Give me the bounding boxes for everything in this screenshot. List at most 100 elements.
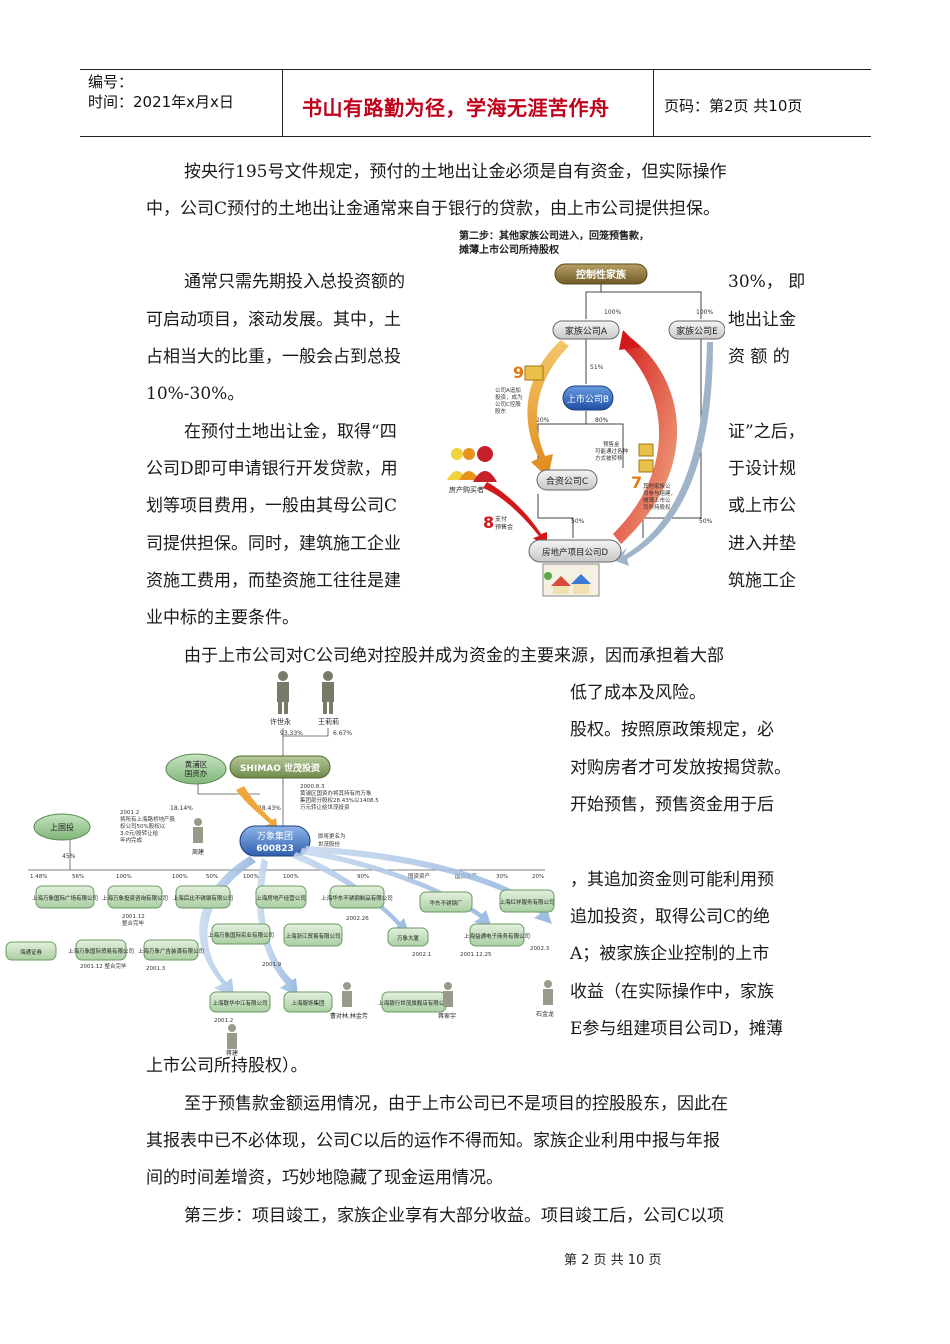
jv-company-c-label: 合资公司C <box>546 475 588 487</box>
sub-hongjun-label: 上海红祥服务有限公司 <box>499 898 554 906</box>
body-line: 业中标的主要条件。 <box>146 608 299 628</box>
person-icon <box>543 980 553 1005</box>
guotou-label: 上国投 <box>50 822 74 832</box>
pct-51: 51% <box>590 364 604 371</box>
body-line: 股权。按照原政策规定，必 <box>570 720 774 740</box>
body-line: 开始预售，预售资金用于后 <box>570 795 774 815</box>
family-structure-diagram: 第二步：其他家族公司进入，回笼预售款， 摊薄上市公司所持股权 100% 100%… <box>443 226 726 604</box>
listed-company-b-label: 上市公司B <box>567 393 609 405</box>
body-line: 在预付土地出让金，取得“四 <box>184 422 397 442</box>
branch-pct: 56% <box>72 874 84 880</box>
pct-100-e: 100% <box>696 309 713 316</box>
pct-45: 45% <box>62 853 76 860</box>
presale-coins-icon <box>638 443 654 457</box>
step8-note: 支付 <box>495 515 507 523</box>
branch-pct: 90% <box>357 874 369 880</box>
sub-intl <box>75 939 127 961</box>
branch-pct: 100% <box>172 874 188 880</box>
presale-note: 方式被转移 <box>595 454 623 462</box>
sub-wanxiang-plaza <box>35 885 95 909</box>
date-note: 2001.12 <box>122 914 145 920</box>
branch-pct: 100% <box>283 874 299 880</box>
step9-number: 9 <box>513 363 524 382</box>
note-2001: 将所有上海路桥地产股 <box>120 815 176 823</box>
step8-note: 预售金 <box>495 523 513 531</box>
date-note: 2001.2 <box>214 1018 233 1024</box>
note-2000: 集团部分股权28.43%以1408.5 <box>300 796 379 804</box>
step7-arrow <box>613 338 678 544</box>
note-2001: 年内完成 <box>120 836 143 844</box>
sub-zhijiang-label: 上海浙江贸易有限公司 <box>285 932 340 940</box>
page-footer: 第 2 页 共 10 页 <box>564 1253 662 1268</box>
person-icon <box>227 1024 237 1049</box>
shimao-ownership-svg: 许世永 王莉莉 93.33% 6.67% 18.14% 28.43% 45% 黄… <box>5 671 555 1057</box>
body-line: 于设计规 <box>728 459 796 479</box>
header-divider-left <box>282 69 283 136</box>
pct-shimao: 28.43% <box>258 805 281 812</box>
person1-name: 许世永 <box>270 717 291 726</box>
sub-zhongjiang-label: 上海联华中江有限公司 <box>212 999 267 1007</box>
pct-person1: 93.33% <box>280 730 303 737</box>
sub-zhijiang <box>283 923 343 947</box>
step8-number: 8 <box>483 513 494 532</box>
body-line: 追加投资，取得公司C的绝 <box>570 907 771 927</box>
note-2001: 2001.2 <box>120 810 139 816</box>
listed-company-b-box <box>562 385 614 411</box>
step9-note: 公司A追加 <box>495 386 521 394</box>
body-line: 上市公司所持股权）。 <box>146 1056 308 1076</box>
buyers-icon <box>447 446 497 482</box>
wanxiang-label: 万象集团 <box>257 830 293 842</box>
header-motto: 书山有路勤为径，学海无涯苦作舟 <box>302 96 610 120</box>
branch-pct: 30% <box>496 874 508 880</box>
body-line: A；被家族企业控制的上市 <box>570 944 770 964</box>
note-2000: 万元转让给世茂投资 <box>300 803 350 811</box>
buyers-label: 房产购买者 <box>449 485 484 494</box>
body-line: 可启动项目，滚动发展。其中，土 <box>146 310 401 330</box>
step9-note: 股东 <box>495 407 507 415</box>
sub-huacheng-label: 上海华东不锈钢制品有限公司 <box>321 894 393 902</box>
district-office-node <box>165 753 227 785</box>
family-structure-svg: 第二步：其他家族公司进入，回笼预售款， 摊薄上市公司所持股权 100% 100%… <box>447 229 726 597</box>
sub-wanxiang-consult <box>107 885 163 909</box>
note-2000: 2000.8.3 <box>300 784 325 790</box>
person-zhou: 周建 <box>192 848 204 856</box>
person-jiangjian: 蒋建 <box>226 1049 238 1056</box>
sub-property <box>211 923 271 945</box>
sub-huacheng <box>329 885 385 909</box>
body-line: 低了成本及风险。 <box>570 683 706 703</box>
step7-number: 7 <box>631 473 642 492</box>
sub-mart-label: 上海后比不锈钢有限公司 <box>173 894 234 902</box>
note-2001: 权公司50%股权以 <box>120 822 166 830</box>
haitong-label: 海通证券 <box>20 948 43 956</box>
pct-100-a: 100% <box>604 309 621 316</box>
transfer-arrow <box>236 786 278 834</box>
header-bottom-rule <box>80 136 871 137</box>
sub-mart <box>175 885 231 909</box>
company-a-label: 家族公司A <box>565 325 608 337</box>
body-line: 第三步：项目竣工，家族企业享有大部分收益。项目竣工后，公司C以项 <box>184 1206 725 1226</box>
body-line: 10%-30%。 <box>146 384 245 404</box>
body-line: 划等项目费用，一般由其母公司C <box>146 496 398 516</box>
step9-note: 公司C控股 <box>495 400 521 408</box>
sub-property-label: 上海万象国际实业有限公司 <box>208 931 274 939</box>
body-line: 证”之后， <box>728 422 805 442</box>
shimao-ownership-diagram: 许世永 王莉莉 93.33% 6.67% 18.14% 28.43% 45% 黄… <box>0 666 568 1057</box>
body-line: 资 额 的 <box>728 347 790 367</box>
header-top-rule <box>80 69 871 70</box>
body-line: 地出让金 <box>728 310 796 330</box>
person-xu: 曹对林,林金芳 <box>330 1012 368 1020</box>
note-2001: 3.0元/股转让给 <box>120 829 159 837</box>
note-2000: 黄浦区国资办将其持有的万象 <box>300 789 372 797</box>
date-note: 2002.1 <box>412 952 431 958</box>
body-line: 资施工费用，而垫资施工往往是建 <box>146 571 401 591</box>
header-number: 编号： <box>88 73 134 91</box>
person-jiang: 蒋家宇 <box>438 1012 456 1020</box>
person-icon <box>322 671 334 714</box>
wanxiang-node <box>239 825 311 857</box>
step9-arrow <box>527 340 569 478</box>
person2-name: 王莉莉 <box>318 717 339 726</box>
body-line: E参与组建项目公司D，摊薄 <box>570 1019 784 1039</box>
step7-note: 其他家族公 <box>643 482 671 490</box>
haitong-node <box>5 941 57 961</box>
body-line: ，其追加资金则可能利用预 <box>570 870 774 890</box>
